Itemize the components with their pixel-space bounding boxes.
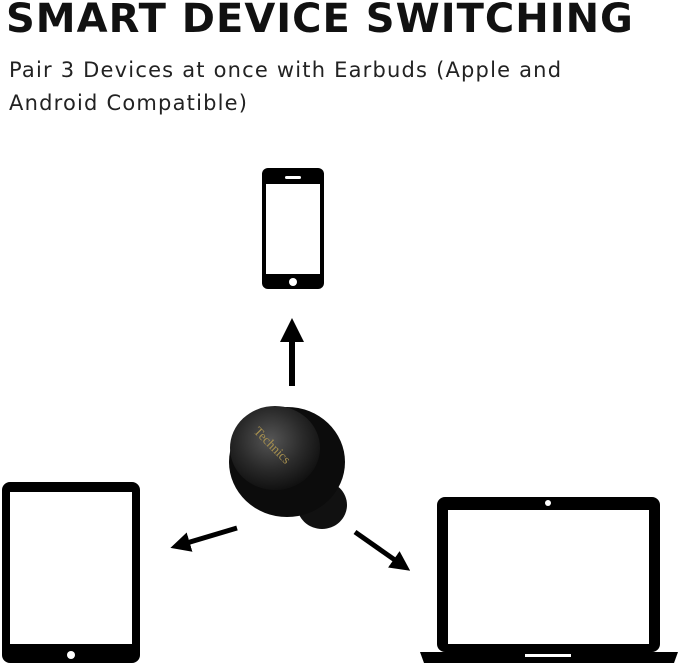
page-title: SMART DEVICE SWITCHING — [6, 0, 634, 42]
arrow-right-icon — [353, 529, 411, 571]
page-subtitle: Pair 3 Devices at once with Earbuds (App… — [9, 58, 563, 115]
tablet-icon — [2, 482, 140, 663]
laptop-icon — [420, 497, 678, 663]
earbud-image: Technics — [229, 406, 347, 529]
arrow-left-icon — [170, 525, 238, 552]
smartphone-icon — [262, 168, 324, 289]
